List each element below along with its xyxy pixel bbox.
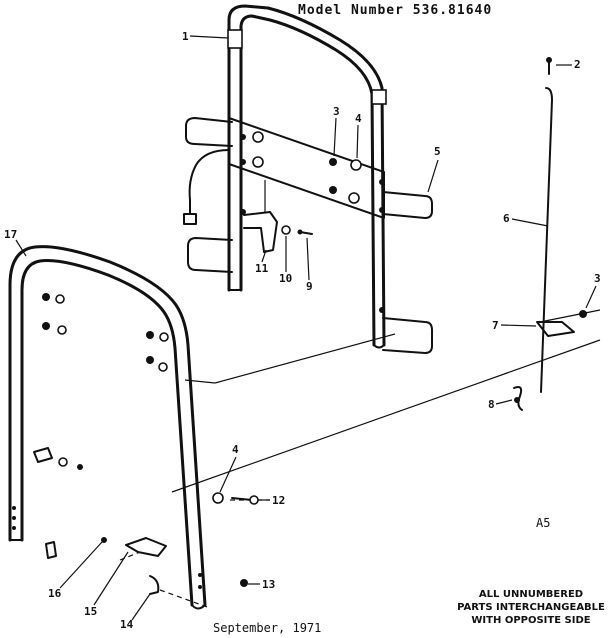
print-date: September, 1971 — [213, 621, 321, 635]
callout-11: 11 — [255, 249, 269, 275]
svg-text:7: 7 — [492, 319, 499, 332]
control-rod — [513, 57, 587, 411]
svg-text:6: 6 — [503, 212, 510, 225]
svg-text:12: 12 — [272, 494, 285, 507]
assembly-guide-lines — [119, 309, 601, 609]
svg-text:5: 5 — [434, 145, 441, 158]
svg-text:2: 2 — [574, 58, 581, 71]
screw-and-washer — [281, 225, 313, 235]
callout-13: 13 — [248, 578, 275, 591]
callout-1: 1 — [182, 30, 229, 43]
svg-text:10: 10 — [279, 272, 292, 285]
svg-text:9: 9 — [306, 280, 313, 293]
note-line-2: PARTS INTERCHANGEABLE — [457, 602, 605, 613]
lower-handle-frame — [8, 245, 259, 610]
callout-12: 12 — [258, 494, 285, 507]
svg-text:1: 1 — [182, 30, 189, 43]
svg-text:13: 13 — [262, 578, 275, 591]
upper-handle-frame — [183, 4, 433, 354]
interchangeable-note: ALL UNNUMBERED PARTS INTERCHANGEABLE WIT… — [457, 589, 605, 626]
callout-2: 2 — [556, 58, 581, 71]
callout-15: 15 — [84, 551, 129, 618]
svg-text:15: 15 — [84, 605, 97, 618]
model-number: Model Number 536.81640 — [298, 3, 492, 18]
svg-text:8: 8 — [488, 398, 495, 411]
callout-4-upper: 4 — [355, 112, 362, 159]
callout-7: 7 — [492, 319, 537, 332]
note-line-3: WITH OPPOSITE SIDE — [471, 615, 590, 626]
callout-3-right: 3 — [585, 272, 601, 309]
callout-17: 17 — [4, 228, 27, 257]
callout-9: 9 — [306, 237, 313, 293]
svg-text:4: 4 — [232, 443, 239, 456]
svg-text:11: 11 — [255, 262, 269, 275]
page-code: A5 — [536, 516, 550, 530]
callout-4-lower: 4 — [219, 443, 239, 493]
svg-text:4: 4 — [355, 112, 362, 125]
callout-3-upper: 3 — [333, 105, 340, 157]
svg-text:16: 16 — [48, 587, 62, 600]
note-line-1: ALL UNNUMBERED — [479, 589, 583, 600]
callout-10: 10 — [279, 236, 292, 285]
svg-text:14: 14 — [120, 618, 134, 631]
svg-text:3: 3 — [594, 272, 601, 285]
callout-5: 5 — [427, 145, 441, 193]
callout-8: 8 — [488, 398, 513, 411]
svg-text:3: 3 — [333, 105, 340, 118]
svg-text:17: 17 — [4, 228, 17, 241]
callout-16: 16 — [48, 541, 103, 600]
callout-14: 14 — [120, 593, 151, 631]
callout-6: 6 — [503, 212, 549, 227]
